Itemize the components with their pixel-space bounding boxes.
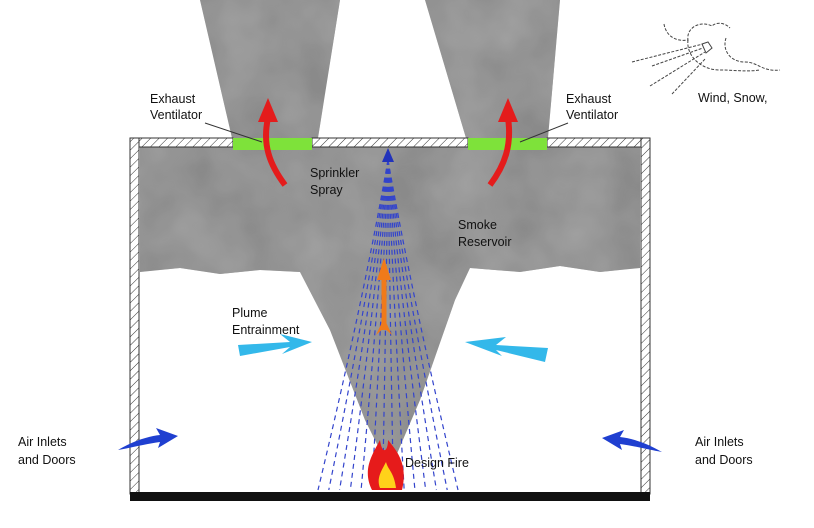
label-smoke-reservoir: Smoke Reservoir (458, 218, 512, 249)
smoke-body (140, 0, 640, 470)
air-inlet-arrow-left (118, 428, 178, 450)
spray-line (382, 159, 389, 491)
roof-middle (311, 137, 469, 148)
spray-line (371, 159, 389, 491)
roof-right (546, 137, 651, 148)
label-plume-entrainment: Plume Entrainment (232, 306, 300, 337)
building (129, 137, 651, 501)
spray-line (387, 159, 394, 491)
sprinkler-head-icon (382, 148, 394, 162)
plume-updraft-arrow (376, 258, 392, 335)
air-inlet-arrow-right (602, 430, 662, 452)
floor (130, 492, 650, 501)
spray-line (387, 159, 427, 491)
label-exhaust-ventilator-left: Exhaust Ventilator (150, 92, 263, 143)
entrainment-arrow-right (465, 337, 548, 362)
entrainment-arrow-left (238, 334, 312, 356)
spray-line (338, 159, 389, 491)
label-line: Smoke (458, 218, 497, 232)
exhaust-arrow-right (487, 98, 518, 187)
label-line: and Doors (18, 453, 76, 467)
label-line: Plume (232, 306, 267, 320)
label-line: Exhaust (150, 92, 196, 106)
spray-line (317, 159, 389, 491)
label-line: Air Inlets (695, 435, 744, 449)
label-line: Sprinkler (310, 166, 359, 180)
spray-line (360, 159, 389, 491)
spray-line (387, 159, 416, 491)
label-air-inlets-left: Air Inlets and Doors (18, 435, 76, 467)
label-line: Ventilator (566, 108, 618, 122)
roof-left (129, 137, 234, 148)
wind-snow-weather-icon (631, 22, 781, 95)
label-line: Exhaust (566, 92, 612, 106)
label-line: and Doors (695, 453, 753, 467)
label-line: Spray (310, 183, 343, 197)
exhaust-ventilator-left (233, 138, 312, 150)
spray-line (328, 159, 389, 491)
spray-line (387, 159, 448, 491)
label-line: Reservoir (458, 235, 512, 249)
label-sprinkler-spray: Sprinkler Spray (310, 166, 359, 197)
wall-right (640, 137, 651, 495)
label-design-fire: Design Fire (405, 456, 469, 470)
spray-line (387, 159, 405, 491)
spray-line (387, 159, 459, 491)
spray-line (349, 159, 389, 491)
sprinkler-spray (317, 159, 459, 491)
exhaust-arrow-left (258, 98, 288, 187)
label-line: Entrainment (232, 323, 300, 337)
label-line: Air Inlets (18, 435, 67, 449)
label-line: Ventilator (150, 108, 202, 122)
label-wind-snow: Wind, Snow, (698, 91, 767, 105)
label-air-inlets-right: Air Inlets and Doors (695, 435, 753, 467)
design-fire-icon (367, 440, 404, 490)
smoke-plume-left (200, 0, 340, 138)
label-exhaust-ventilator-right: Exhaust Ventilator (519, 92, 618, 143)
spray-line (387, 159, 438, 491)
smoke-plume-right (425, 0, 560, 138)
